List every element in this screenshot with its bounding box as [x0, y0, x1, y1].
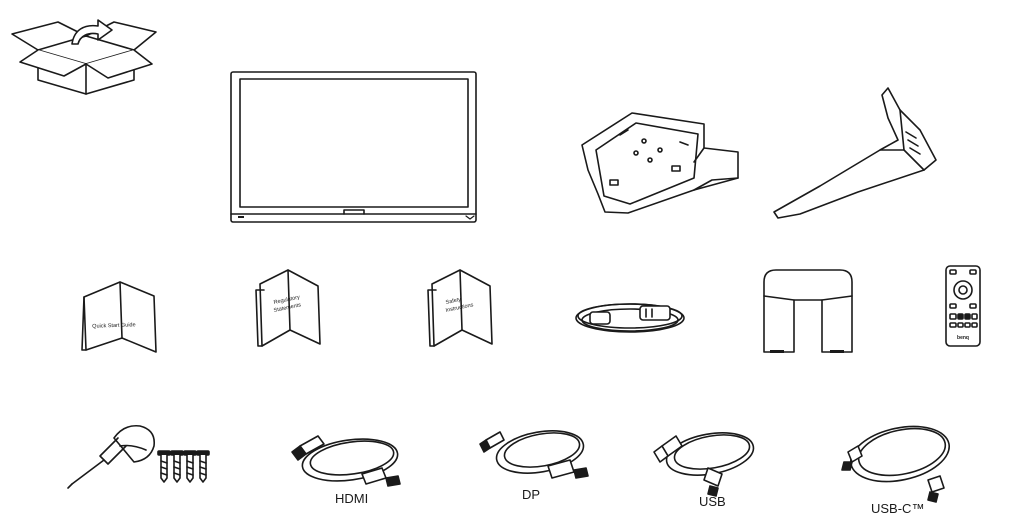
- screws: [157, 450, 210, 483]
- remote-control: benq: [945, 265, 981, 347]
- safety-label-line2: Instructions: [445, 302, 474, 314]
- hdmi-cable: [291, 435, 401, 487]
- regulatory-label-line2: Statements: [273, 302, 302, 314]
- regulatory-statements-booklet: Regulatory Statements: [255, 269, 321, 347]
- stand-arm: [773, 87, 937, 219]
- stand-base: [581, 112, 739, 214]
- open-box-icon: [11, 19, 157, 95]
- dp-label: DP: [522, 487, 541, 502]
- screwdriver: [67, 424, 156, 489]
- quick-start-guide-label: Quick Start Guide: [92, 322, 136, 330]
- usbc-label: USB-C™: [871, 501, 925, 516]
- quick-start-guide-booklet: Quick Start Guide: [81, 281, 157, 353]
- dp-cable: [479, 430, 589, 479]
- safety-label-line1: Safety: [445, 297, 462, 306]
- regulatory-label-line1: Regulatory: [273, 295, 301, 306]
- safety-instructions-booklet: Safety Instructions: [427, 269, 493, 347]
- cable-cover: [763, 269, 853, 353]
- power-cord: [575, 303, 685, 333]
- usb-cable: [653, 432, 755, 497]
- usb-label: USB: [699, 494, 726, 509]
- hdmi-label: HDMI: [335, 491, 369, 506]
- remote-brand-logo: benq: [957, 335, 969, 341]
- usbc-cable: [841, 425, 951, 503]
- monitor-panel: [230, 71, 477, 223]
